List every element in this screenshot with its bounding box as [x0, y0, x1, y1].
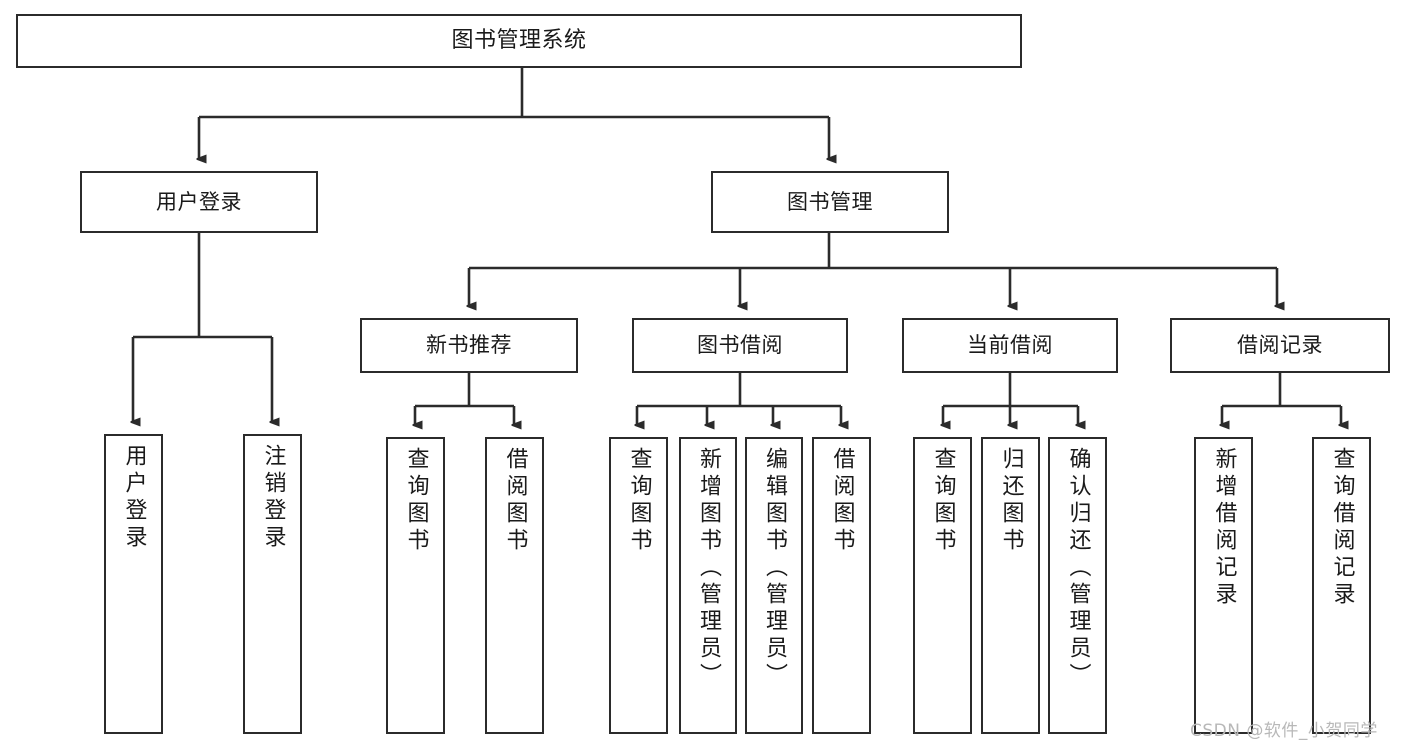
node-leaf-return-book[interactable]: 归还图书	[981, 437, 1040, 734]
node-new-book-recommend[interactable]: 新书推荐	[360, 318, 578, 373]
node-label: 新增借阅记录	[1211, 447, 1237, 609]
node-label: 借阅记录	[1237, 333, 1323, 358]
node-leaf-logout[interactable]: 注销登录	[243, 434, 302, 734]
node-leaf-search-book-current[interactable]: 查询图书	[913, 437, 972, 734]
node-label: 借阅图书	[829, 447, 855, 555]
node-label: 图书管理	[787, 189, 873, 214]
node-leaf-add-borrow-record[interactable]: 新增借阅记录	[1194, 437, 1253, 734]
node-current-borrow[interactable]: 当前借阅	[902, 318, 1118, 373]
node-label: 注销登录	[260, 444, 286, 552]
node-label: 查询图书	[403, 447, 429, 555]
node-leaf-add-book-admin[interactable]: 新增图书（管理员）	[679, 437, 737, 734]
node-label: 查询借阅记录	[1329, 447, 1355, 609]
node-label: 借阅图书	[502, 447, 528, 555]
node-label: 查询图书	[930, 447, 956, 555]
node-label: 用户登录	[156, 189, 242, 214]
node-label: 新书推荐	[426, 333, 512, 358]
node-leaf-borrow-book-recommend[interactable]: 借阅图书	[485, 437, 544, 734]
csdn-watermark: CSDN @软件_小贺同学	[1190, 721, 1378, 741]
node-leaf-search-book-recommend[interactable]: 查询图书	[386, 437, 445, 734]
node-leaf-user-login[interactable]: 用户登录	[104, 434, 163, 734]
node-borrow-record[interactable]: 借阅记录	[1170, 318, 1390, 373]
node-label: 归还图书	[998, 447, 1024, 555]
node-leaf-search-borrow-record[interactable]: 查询借阅记录	[1312, 437, 1371, 734]
node-leaf-borrow-book[interactable]: 借阅图书	[812, 437, 871, 734]
node-label: 编辑图书（管理员）	[762, 447, 787, 690]
node-label: 图书管理系统	[451, 28, 587, 54]
node-leaf-search-book[interactable]: 查询图书	[609, 437, 668, 734]
node-root-system[interactable]: 图书管理系统	[16, 14, 1022, 68]
node-label: 当前借阅	[967, 333, 1053, 358]
node-label: 确认归还（管理员）	[1065, 447, 1091, 690]
node-book-borrow[interactable]: 图书借阅	[632, 318, 848, 373]
node-label: 图书借阅	[697, 333, 783, 358]
node-leaf-edit-book-admin[interactable]: 编辑图书（管理员）	[745, 437, 803, 734]
node-book-management[interactable]: 图书管理	[711, 171, 949, 233]
node-leaf-confirm-return-admin[interactable]: 确认归还（管理员）	[1048, 437, 1107, 734]
node-label: 新增图书（管理员）	[696, 447, 721, 690]
node-label: 查询图书	[626, 447, 652, 555]
node-label: 用户登录	[121, 444, 147, 552]
node-user-login[interactable]: 用户登录	[80, 171, 318, 233]
